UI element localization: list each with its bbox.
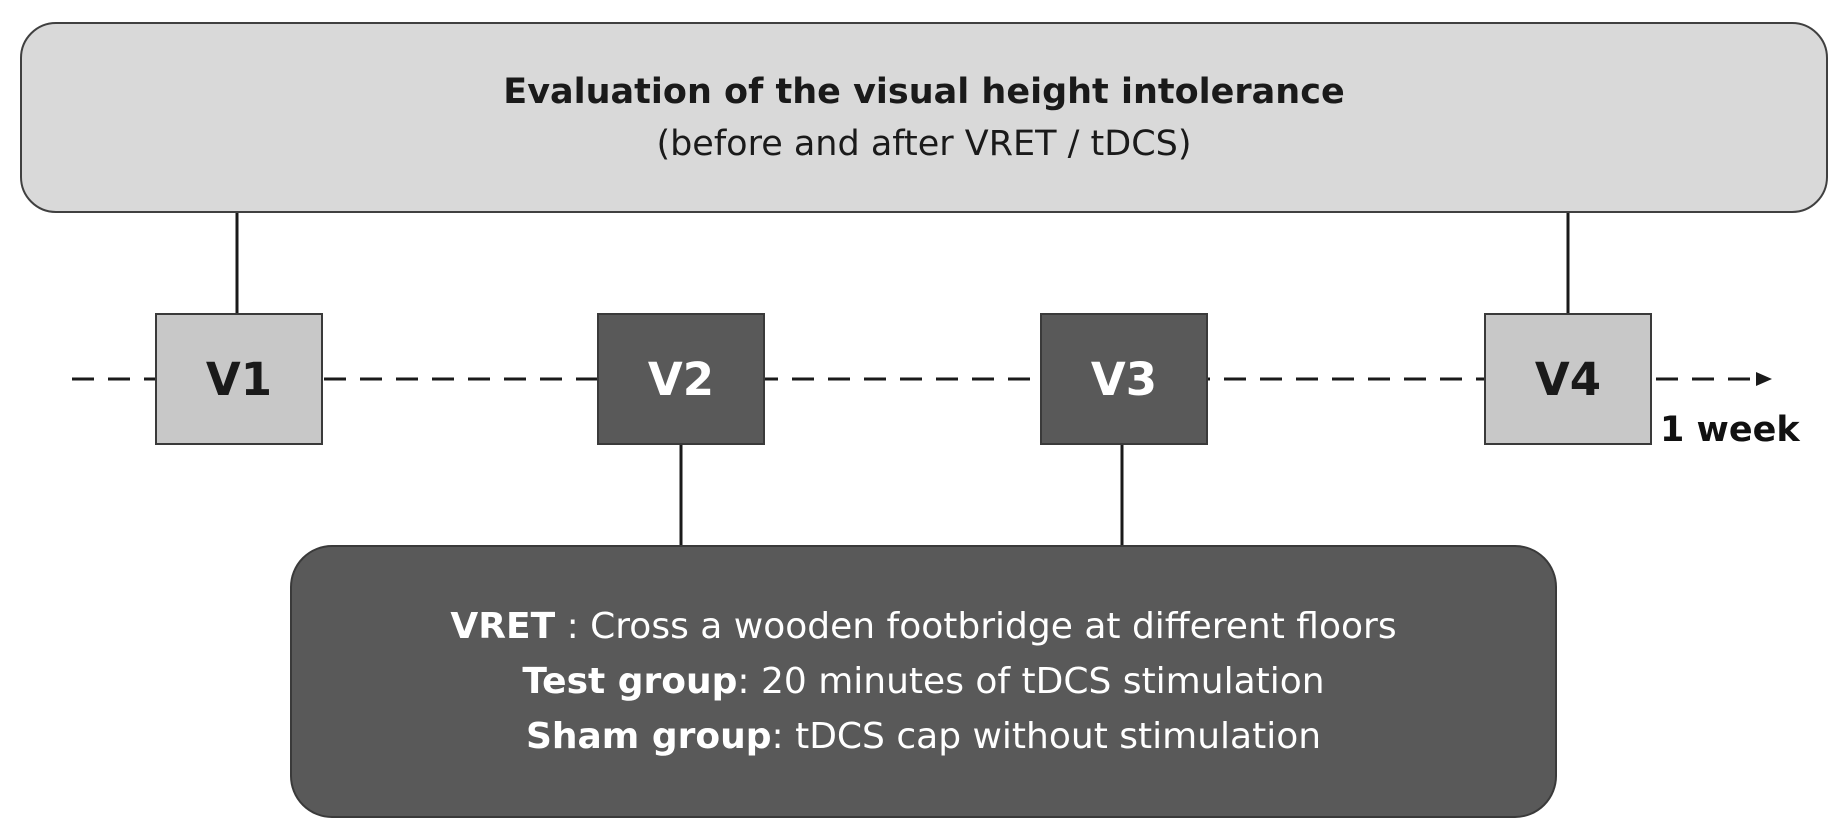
timeline-arrowhead xyxy=(1756,372,1772,386)
intervention-term: Sham group xyxy=(525,716,772,757)
visit-v2: V2 xyxy=(597,313,765,445)
visit-v1: V1 xyxy=(155,313,323,445)
evaluation-title: Evaluation of the visual height intolera… xyxy=(503,71,1345,112)
duration-label: 1 week xyxy=(1660,410,1800,450)
evaluation-subtitle: (before and after VRET / tDCS) xyxy=(656,123,1192,164)
intervention-term: Test group xyxy=(522,661,738,702)
intervention-text: : tDCS cap without stimulation xyxy=(771,716,1322,757)
intervention-line-sham-group: Sham group: tDCS cap without stimulation xyxy=(526,709,1321,764)
intervention-term: VRET xyxy=(450,606,556,647)
intervention-line-test-group: Test group: 20 minutes of tDCS stimulati… xyxy=(522,654,1324,709)
visit-v4: V4 xyxy=(1484,313,1652,445)
intervention-box: VRET : Cross a wooden footbridge at diff… xyxy=(290,545,1557,818)
intervention-text: : 20 minutes of tDCS stimulation xyxy=(737,661,1325,702)
evaluation-box: Evaluation of the visual height intolera… xyxy=(20,22,1828,213)
visit-v3: V3 xyxy=(1040,313,1208,445)
intervention-text: : Cross a wooden footbridge at different… xyxy=(555,606,1397,647)
intervention-line-vret: VRET : Cross a wooden footbridge at diff… xyxy=(450,599,1396,654)
